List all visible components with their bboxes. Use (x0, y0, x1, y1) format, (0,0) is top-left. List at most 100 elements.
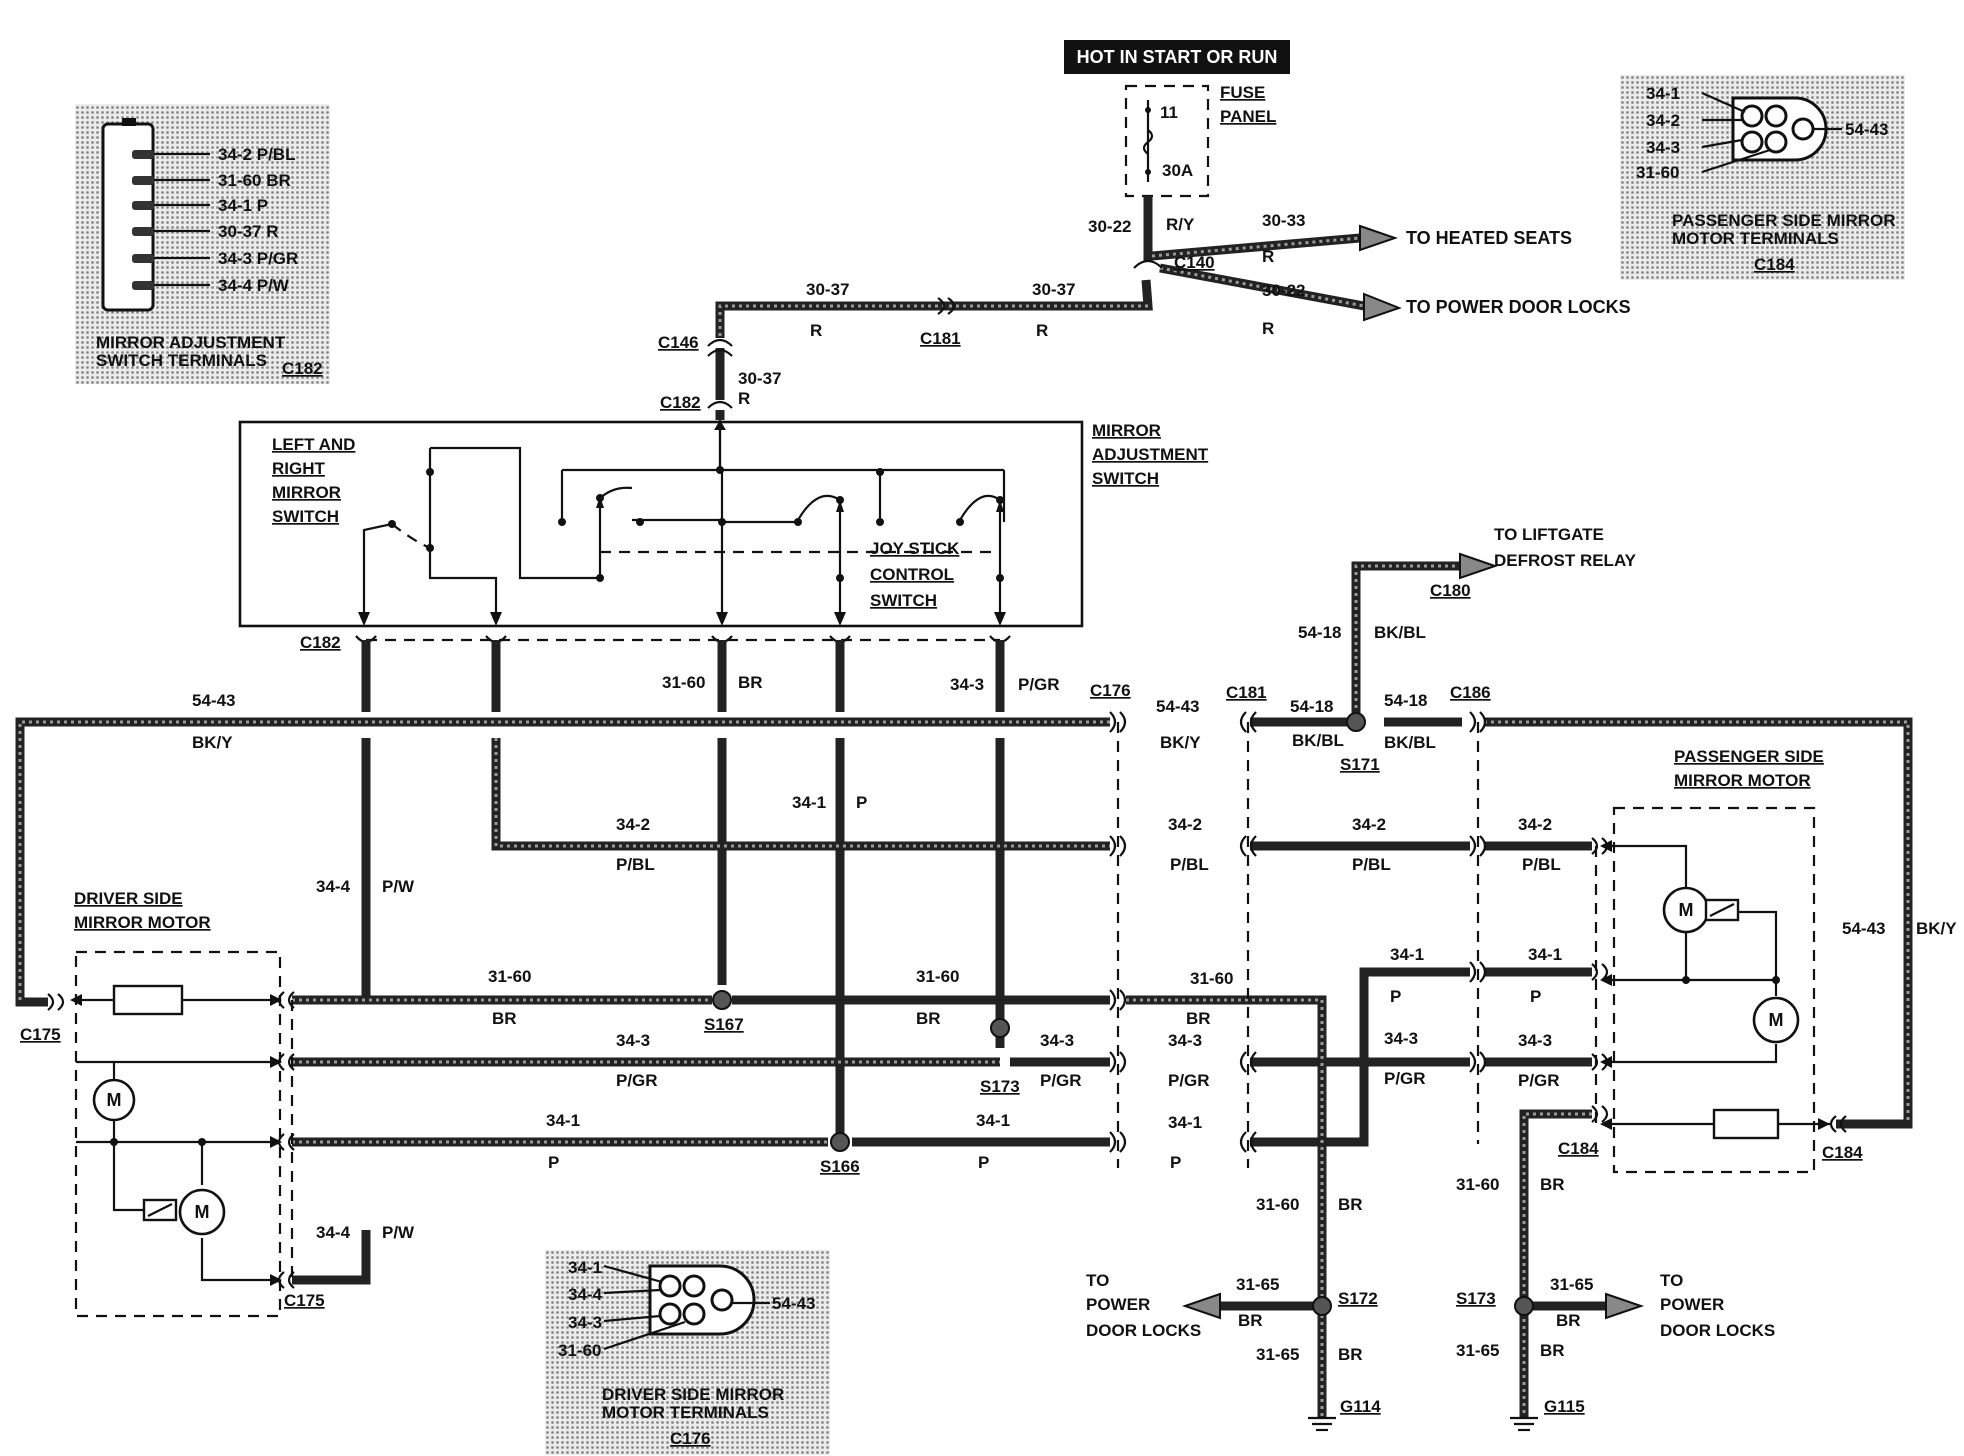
splice-s171: S171 (1340, 755, 1380, 774)
wire-31-60-c: 31-60 (1190, 969, 1233, 988)
wire-pbl-d: P/BL (1522, 855, 1561, 874)
mirror-switch-label-1: MIRROR (1092, 421, 1161, 440)
pass-motor-label-1: PASSENGER SIDE (1674, 747, 1824, 766)
wire-br-g2b: BR (1540, 1341, 1565, 1360)
dest-power-door-locks-top: TO POWER DOOR LOCKS (1406, 297, 1631, 317)
conn-c140: C140 (1174, 253, 1215, 272)
wire-br-g2: BR (1540, 1175, 1565, 1194)
wire-pgr-a: P/GR (616, 1071, 658, 1090)
fuse-panel-label-2: PANEL (1220, 107, 1276, 126)
wire-34-1-v: 34-1 (792, 793, 826, 812)
pass-motor-m2: M (1769, 1010, 1784, 1030)
splice-s172: S172 (1338, 1289, 1378, 1308)
wire-br-l: BR (1238, 1311, 1263, 1330)
wire-54-43-r: 54-43 (1842, 919, 1885, 938)
joystick-label-1: JOY STICK (870, 539, 960, 558)
wire-br-c: BR (1186, 1009, 1211, 1028)
main-wires (15, 552, 1913, 1432)
lr-switch-label-3: MIRROR (272, 483, 341, 502)
switch-pin-6: 34-4 P/W (218, 276, 290, 295)
wire-54-18-v: 54-18 (1298, 623, 1341, 642)
fuse-number: 11 (1160, 103, 1178, 122)
pass-motor-m1: M (1679, 900, 1694, 920)
wire-31-60-a: 31-60 (488, 967, 531, 986)
wire-34-3-e: 34-3 (1518, 1031, 1552, 1050)
wire-bky-l: BK/Y (192, 733, 233, 752)
conn-c175-left: C175 (20, 1025, 61, 1044)
splice-s173-bot: S173 (1456, 1289, 1496, 1308)
drv-pin-4: 31-60 (558, 1341, 601, 1360)
wire-34-2-c: 34-2 (1352, 815, 1386, 834)
wire-54-18-a: 54-18 (1290, 697, 1333, 716)
wire-r-a: R (810, 321, 822, 340)
wire-34-2-b: 34-2 (1168, 815, 1202, 834)
wire-p-b: P (978, 1153, 989, 1172)
wire-34-3-a: 34-3 (616, 1031, 650, 1050)
wire-r-c: R (738, 389, 750, 408)
lr-switch-label-1: LEFT AND (272, 435, 355, 454)
wire-p-v: P (856, 793, 867, 812)
wire-31-65-g1: 31-65 (1256, 1345, 1299, 1364)
wire-bkbl-b: BK/BL (1384, 733, 1436, 752)
wire-34-3-sw: 34-3 (950, 675, 984, 694)
splice-points (712, 712, 1534, 1316)
conn-c146: C146 (658, 333, 699, 352)
wire-31-65-l: 31-65 (1236, 1275, 1279, 1294)
mirror-adjustment-switch (238, 420, 1084, 628)
wire-34-3-b: 34-3 (1040, 1031, 1074, 1050)
wire-bky-m: BK/Y (1160, 733, 1201, 752)
switch-pin-5: 34-3 P/GR (218, 249, 298, 268)
driver-motor-m1: M (107, 1090, 122, 1110)
switch-pin-3: 34-1 P (218, 196, 268, 215)
wire-labels: 54-18 BK/BL 54-43 BK/Y 31-60 BR 34-3 P/G… (192, 623, 1957, 1364)
destination-labels: TO LIFTGATE DEFROST RELAY TO POWER DOOR … (1086, 525, 1775, 1340)
wire-bky-r: BK/Y (1916, 919, 1957, 938)
wire-34-1-d: 34-1 (1390, 945, 1424, 964)
inset-passenger-terminals: 34-1 34-2 34-3 31-60 54-43 PASSENGER SID… (1620, 75, 1905, 280)
dest-locks-right-3: DOOR LOCKS (1660, 1321, 1775, 1340)
wire-34-2-d: 34-2 (1518, 815, 1552, 834)
wire-30-22-top: 30-22 (1088, 217, 1131, 236)
driver-motor-m2: M (195, 1202, 210, 1222)
wire-pgr-c: P/GR (1168, 1071, 1210, 1090)
wire-34-4-bot: 34-4 (316, 1223, 351, 1242)
ground-g115: G115 (1544, 1397, 1585, 1416)
driver-motor-label-2: MIRROR MOTOR (74, 913, 211, 932)
conn-c184-right: C184 (1822, 1143, 1863, 1162)
fuse-panel-label-1: FUSE (1220, 83, 1265, 102)
switch-inset-caption-2: SWITCH TERMINALS (96, 351, 267, 370)
joystick-label-2: CONTROL (870, 565, 954, 584)
wire-pgr-d: P/GR (1384, 1069, 1426, 1088)
wire-31-65-g2: 31-65 (1456, 1341, 1499, 1360)
wire-30-37-b: 30-37 (1032, 280, 1075, 299)
wire-r-b: R (1036, 321, 1048, 340)
pass-pin-4: 31-60 (1636, 163, 1679, 182)
pass-pin-3: 34-3 (1646, 138, 1680, 157)
fuse-rating: 30A (1162, 161, 1193, 180)
drv-inset-connector: C176 (670, 1429, 711, 1448)
driver-mirror-motor (47, 950, 295, 1318)
wire-ry: R/Y (1166, 215, 1195, 234)
wire-34-1-e: 34-1 (1528, 945, 1562, 964)
dest-locks-left-3: DOOR LOCKS (1086, 1321, 1201, 1340)
hot-in-start-label: HOT IN START OR RUN (1077, 47, 1278, 67)
conn-c186: C186 (1450, 683, 1491, 702)
dest-liftgate-2: DEFROST RELAY (1494, 551, 1637, 570)
wire-34-2-a: 34-2 (616, 815, 650, 834)
wire-34-3-d: 34-3 (1384, 1029, 1418, 1048)
splice-s166: S166 (820, 1157, 860, 1176)
conn-c175-bottom: C175 (284, 1291, 325, 1310)
conn-c181: C181 (1226, 683, 1267, 702)
splice-s173-mid: S173 (980, 1077, 1020, 1096)
conn-c182-mid: C182 (300, 633, 341, 652)
wire-bkbl-a: BK/BL (1292, 731, 1344, 750)
passenger-mirror-motor (1591, 806, 1847, 1174)
dest-locks-right-2: POWER (1660, 1295, 1724, 1314)
wire-pbl-a: P/BL (616, 855, 655, 874)
wire-br-b: BR (916, 1009, 941, 1028)
wire-pw-top: P/W (382, 877, 415, 896)
wire-pgr-b: P/GR (1040, 1071, 1082, 1090)
wire-31-65-r: 31-65 (1550, 1275, 1593, 1294)
drv-pin-1: 34-1 (568, 1258, 602, 1277)
